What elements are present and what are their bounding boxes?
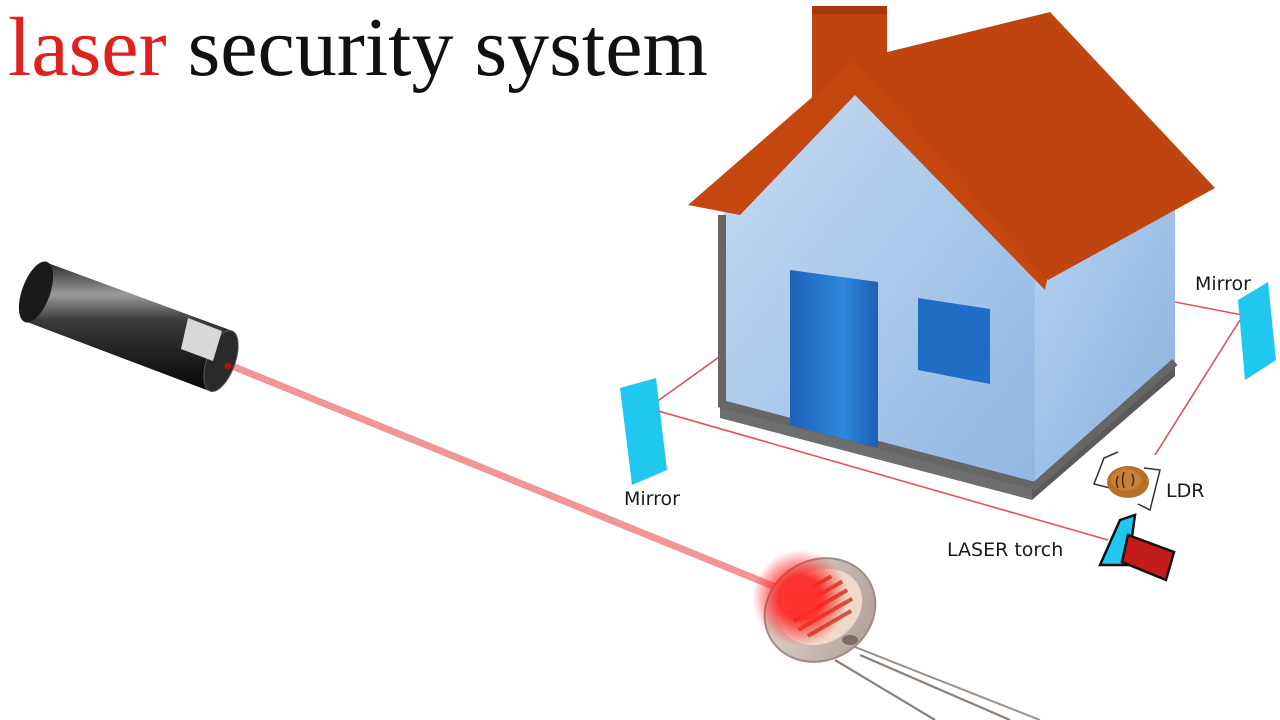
- ldr-leads: [834, 644, 1041, 720]
- title-words-security-system: security system: [187, 1, 708, 94]
- mirror-label-right: Mirror: [1195, 273, 1251, 295]
- mirror-label-left: Mirror: [624, 488, 680, 510]
- laser-torch-label: LASER torch: [947, 539, 1063, 561]
- laser-glow-core: [784, 582, 816, 614]
- laser-pointer-icon: [18, 261, 239, 392]
- ldr-sensor-icon: [1092, 451, 1161, 512]
- mirror-icon-right: [1238, 282, 1276, 380]
- laser-beam: [228, 362, 804, 601]
- house-icon: [688, 6, 1215, 500]
- laser-torch-icon: [1098, 513, 1176, 582]
- page-title: laser security system: [8, 6, 708, 90]
- mirror-icon-left: [620, 378, 667, 485]
- ldr-label: LDR: [1166, 480, 1204, 502]
- title-word-laser: laser: [8, 1, 167, 94]
